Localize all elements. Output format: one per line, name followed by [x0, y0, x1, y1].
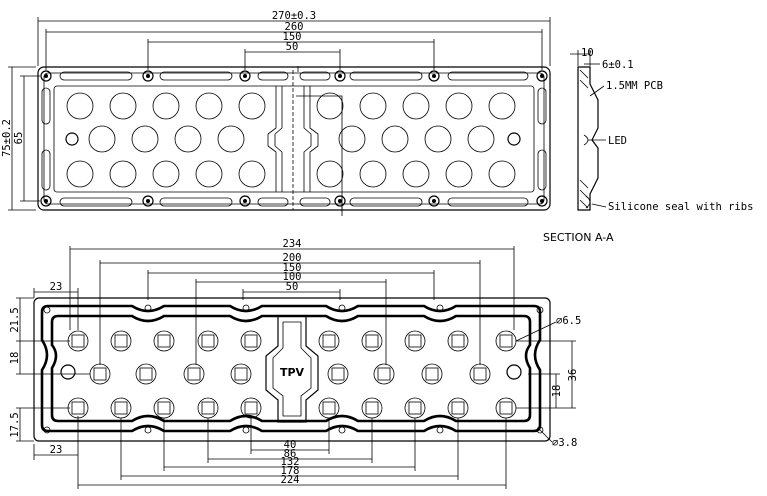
tpv-center-block: [265, 315, 319, 423]
dim-50-bottom: 50: [286, 281, 299, 293]
led-row-bottom: [67, 397, 517, 419]
dim-234: 234: [283, 238, 302, 250]
dim-6: 6±0.1: [602, 59, 634, 71]
top-dimensions: [8, 17, 551, 211]
top-plate-outline: [37, 66, 551, 211]
bottom-screw-holes: [43, 304, 544, 434]
dim-23-bottom: 23: [50, 444, 63, 456]
dim-23-top: 23: [50, 281, 63, 293]
dim-10: 10: [581, 47, 594, 59]
section-profile: [577, 66, 599, 211]
dim-150-bottom: 150: [283, 262, 302, 274]
bottom-plate-outline: [33, 297, 551, 442]
dim-21-5: 21.5: [9, 307, 21, 332]
dim-overall-width: 270±0.3: [272, 10, 316, 22]
gasket-inner: [50, 314, 532, 423]
callout-pcb: 1.5MM PCB: [606, 80, 663, 92]
bottom-dimensions-right: [515, 321, 576, 443]
dim-18-left: 18: [9, 352, 21, 365]
dim-260: 260: [285, 21, 304, 33]
section-hatch: [579, 69, 589, 209]
section-dimensions: [570, 50, 600, 66]
dim-36: 36: [567, 369, 579, 382]
bottom-dimensions-top: [16, 246, 515, 442]
section-led: [583, 134, 589, 146]
dim-86: 86: [284, 448, 297, 460]
top-view: 270±0.3 260 150 50 75±0.2 65: [1, 10, 551, 216]
dim-17-5: 17.5: [9, 412, 21, 437]
tpv-label: TPV: [280, 366, 305, 379]
section-label: SECTION A-A: [543, 231, 614, 244]
dim-height: 75±0.2: [1, 119, 13, 157]
callout-led: LED: [608, 135, 627, 147]
top-plate-inner: [43, 72, 545, 205]
dim-224: 224: [281, 474, 300, 486]
dim-65: 65: [13, 132, 25, 145]
bottom-dimensions-bottom: [33, 416, 507, 489]
top-lens-array: [66, 92, 516, 188]
dia-3-8: ⌀3.8: [552, 437, 577, 449]
dim-150: 150: [283, 31, 302, 43]
dim-18-right: 18: [551, 385, 563, 398]
dim-200: 200: [283, 252, 302, 264]
led-row-top: [67, 330, 517, 352]
top-slots: [41, 71, 547, 207]
top-screw-holes: [40, 70, 548, 207]
section-view: 10 6±0.1 1.5MM PCB LED Silicone seal wit…: [543, 47, 753, 244]
dim-178: 178: [281, 465, 300, 477]
dim-100: 100: [283, 271, 302, 283]
callout-seal: Silicone seal with ribs: [608, 201, 753, 213]
tpv-inner: [272, 321, 312, 417]
dim-50: 50: [286, 41, 299, 53]
dia-6-5: ⌀6.5: [556, 315, 581, 327]
gasket-outer: [40, 304, 542, 433]
section-cut-line: [296, 95, 343, 212]
top-center-channel: [267, 66, 343, 216]
bottom-view: TPV 234 200: [9, 238, 581, 489]
top-lens-area: [53, 85, 535, 193]
section-seal: [585, 195, 591, 209]
dim-132: 132: [281, 456, 300, 468]
dim-40: 40: [284, 439, 297, 451]
